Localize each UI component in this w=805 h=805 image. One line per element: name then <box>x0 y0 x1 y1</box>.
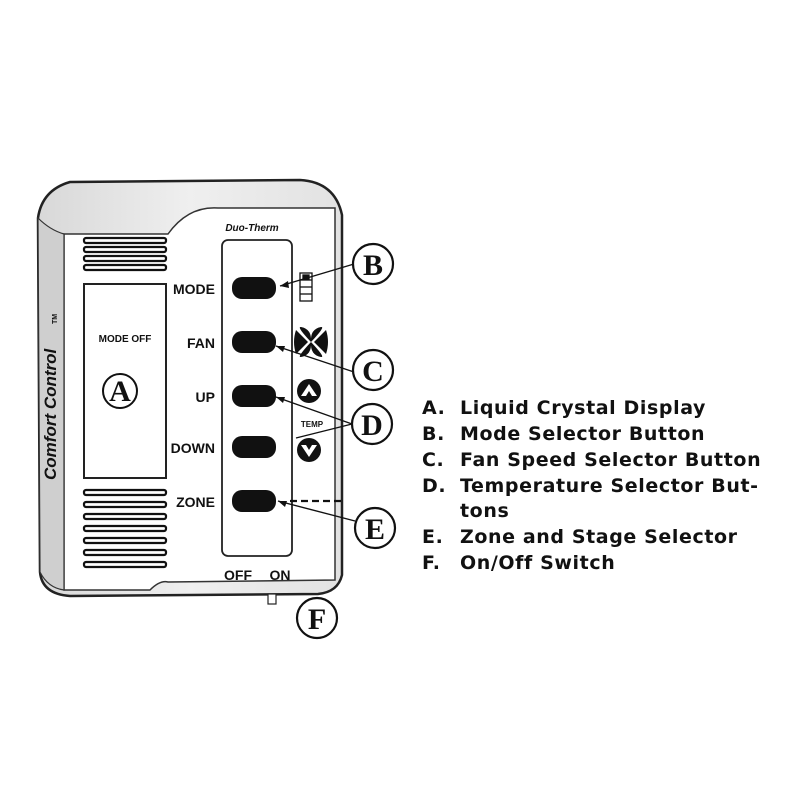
zone-label: ZONE <box>176 494 215 510</box>
callout-e: E <box>353 506 397 550</box>
bottom-vents <box>82 488 168 569</box>
zone-button[interactable] <box>232 490 276 512</box>
svg-text:C: C <box>362 355 384 388</box>
callout-d: D <box>350 402 394 446</box>
svg-text:TM: TM <box>52 314 59 324</box>
legend-item: D. Temperature Selector But-tons <box>422 474 792 524</box>
display-text: MODE OFF <box>99 334 152 345</box>
down-button[interactable] <box>232 436 276 458</box>
legend-letter: C. <box>422 449 445 471</box>
mode-button[interactable] <box>232 277 276 299</box>
legend-text: Zone and Stage Selector <box>460 526 738 548</box>
fan-icon <box>294 326 328 358</box>
legend-item: A. Liquid Crystal Display <box>422 396 792 421</box>
legend-item: B. Mode Selector Button <box>422 422 792 447</box>
fan-button[interactable] <box>232 331 276 353</box>
svg-text:D: D <box>361 409 383 442</box>
legend-text: Fan Speed Selector Button <box>460 449 762 471</box>
switch-off-label: OFF <box>224 567 252 583</box>
legend-item: E. Zone and Stage Selector <box>422 525 792 550</box>
legend-text: On/Off Switch <box>460 552 616 574</box>
legend-item: C. Fan Speed Selector Button <box>422 448 792 473</box>
legend-text: Liquid Crystal Display <box>460 397 707 419</box>
legend-letter: F. <box>422 552 441 574</box>
svg-text:F: F <box>308 603 326 636</box>
legend-text: Temperature Selector But-tons <box>460 475 759 522</box>
callout-f: F <box>295 596 339 640</box>
product-name: Comfort Control <box>41 347 60 480</box>
legend-item: F. On/Off Switch <box>422 551 792 576</box>
temp-label: TEMP <box>301 420 324 429</box>
legend-text: Mode Selector Button <box>460 423 706 445</box>
legend: A. Liquid Crystal Display B. Mode Select… <box>422 396 792 577</box>
callout-b: B <box>351 242 395 286</box>
arrow-up-icon <box>297 379 321 403</box>
legend-letter: A. <box>422 397 446 419</box>
svg-text:E: E <box>365 513 385 546</box>
on-off-switch[interactable] <box>267 593 277 605</box>
legend-letter: B. <box>422 423 445 445</box>
legend-letter: D. <box>422 475 447 497</box>
display-callout-letter: A <box>109 375 131 408</box>
down-label: DOWN <box>171 440 215 456</box>
up-button[interactable] <box>232 385 276 407</box>
mode-label: MODE <box>173 281 215 297</box>
switch-on-label: ON <box>270 567 291 583</box>
legend-letter: E. <box>422 526 444 548</box>
svg-text:B: B <box>363 249 383 282</box>
fan-label: FAN <box>187 335 215 351</box>
up-label: UP <box>196 389 215 405</box>
arrow-down-icon <box>297 438 321 462</box>
brand-logo: Duo-Therm <box>225 223 278 234</box>
leader-lines <box>275 263 356 522</box>
top-vents <box>82 236 168 272</box>
callout-c: C <box>351 348 395 392</box>
